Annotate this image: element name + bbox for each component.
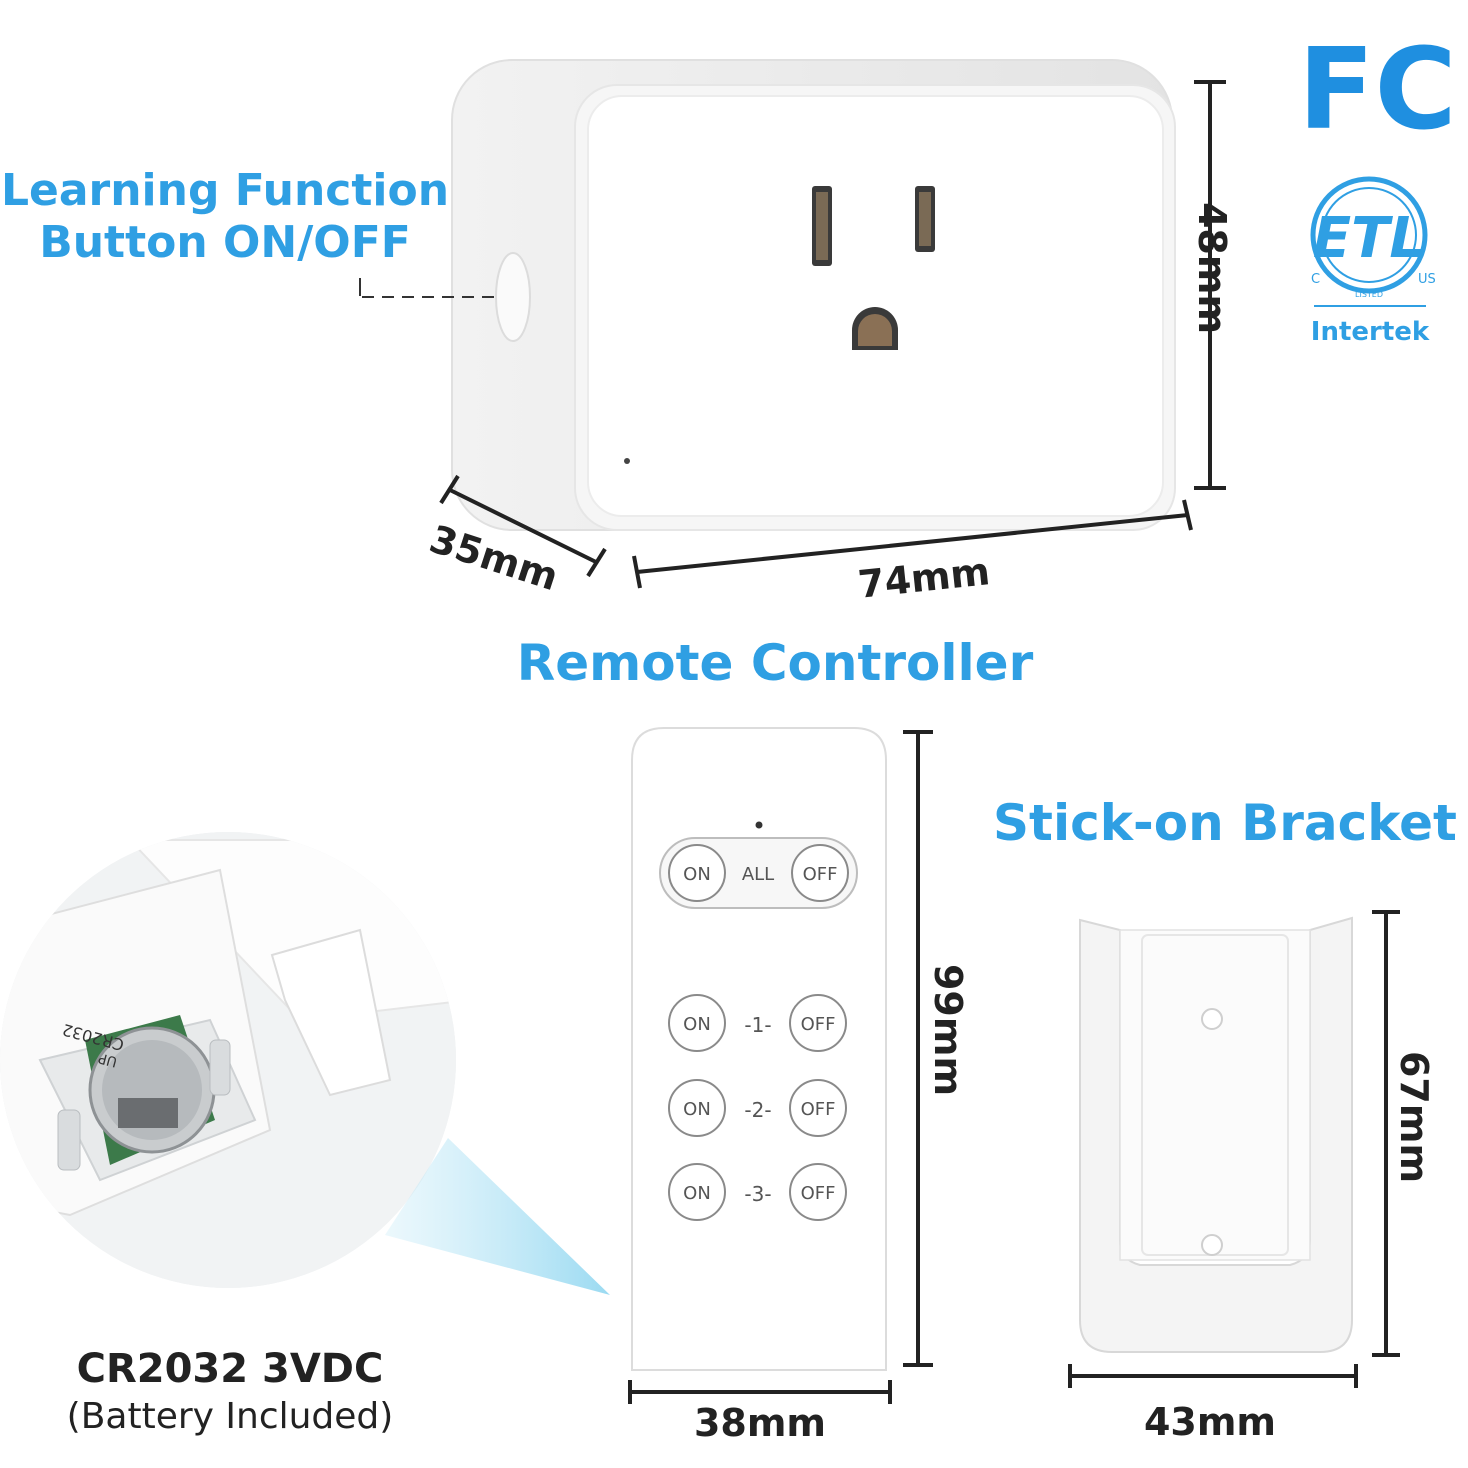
svg-text:US: US [1418,272,1436,287]
ch2-on-button [668,1079,726,1137]
svg-text:LISTED: LISTED [1355,290,1383,299]
learning-leader-line [359,278,500,298]
bracket-hole-bottom [1201,1234,1223,1256]
bracket-height-dimension [1372,910,1400,1357]
svg-text:-1-: -1- [744,1013,771,1037]
stick-on-bracket [1079,916,1353,1353]
svg-text:ON: ON [683,1014,711,1035]
bracket-width-dimension [1068,1364,1358,1388]
ch3-off-button [789,1163,847,1221]
plug-width-dimension [632,499,1193,589]
svg-text:OFF: OFF [801,1183,836,1204]
svg-text:ALL: ALL [742,864,774,885]
battery-label: CR2032 3VDC (Battery Included) [66,1346,394,1437]
ch3-on-button [668,1163,726,1221]
remote-width-label: 38mm [693,1401,827,1445]
svg-text:OFF: OFF [801,1014,836,1035]
fcc-logo-text: FC [1298,25,1457,155]
svg-text:ON: ON [683,1183,711,1204]
ch1-on-button [668,994,726,1052]
svg-text:UP: UP [97,1049,119,1069]
ch1-off-button [789,994,847,1052]
fcc-logo: FC [1298,25,1457,155]
intertek-text: Intertek [1311,317,1430,347]
all-on-button [668,844,726,902]
stick-on-bracket-title: Stick-on Bracket [993,794,1457,852]
zoom-beam [385,1138,610,1295]
svg-text:C: C [1311,272,1320,287]
ch2-off-button [789,1079,847,1137]
plug-height-dimension [1194,80,1226,490]
learning-button [495,252,531,342]
etl-logo-text: ETL [1313,206,1425,271]
svg-text:OFF: OFF [801,1099,836,1120]
smart-plug [451,59,1176,531]
led-indicator [624,458,630,464]
battery-inset: CR2032 UP [0,832,610,1295]
learning-function-label: Learning Function Button ON/OFF [0,165,450,268]
remote-height-dimension [903,730,933,1367]
remote-controller-title: Remote Controller [516,634,1034,692]
etl-logo: ETL C US LISTED Intertek [1310,176,1436,347]
svg-text:-3-: -3- [744,1182,771,1206]
svg-text:ON: ON [683,864,711,885]
remote-controller: ON ALL OFF ON -1- OFF ON -2- OFF ON -3- … [631,727,887,1371]
svg-text:ON: ON [683,1099,711,1120]
svg-text:-2-: -2- [744,1098,771,1122]
remote-width-dimension [628,1380,892,1404]
all-off-button [791,844,849,902]
bracket-hole-top [1201,1008,1223,1030]
remote-led [755,821,763,829]
svg-text:OFF: OFF [803,864,838,885]
plug-depth-dimension [439,474,607,578]
bracket-width-label: 43mm [1143,1400,1277,1444]
